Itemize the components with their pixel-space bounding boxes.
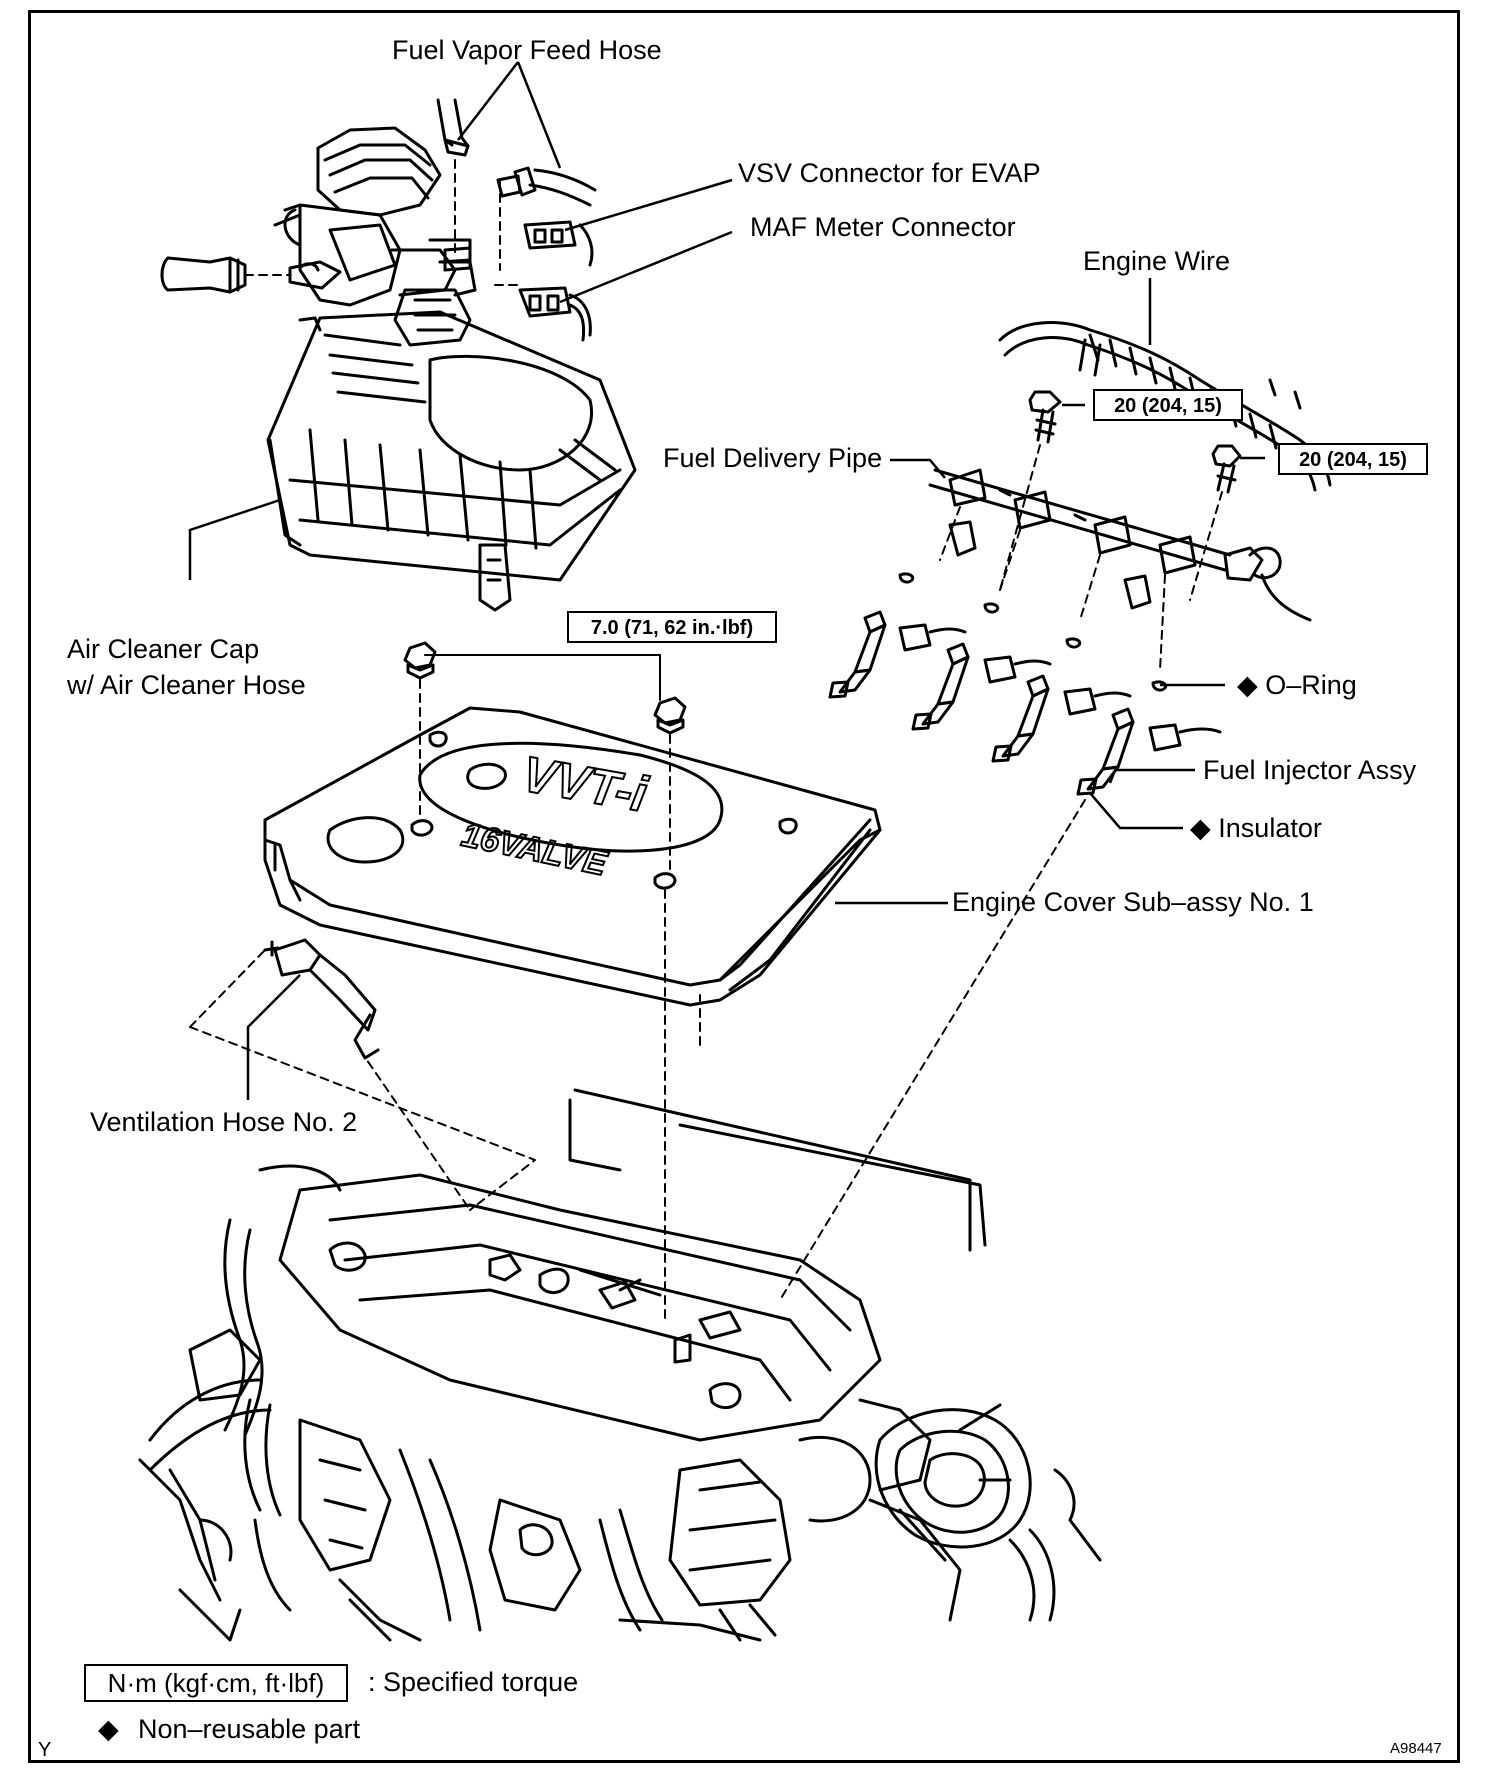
label-ventilation-hose: Ventilation Hose No. 2	[90, 1107, 358, 1137]
label-o-ring: ◆ O–Ring	[1237, 672, 1357, 699]
label-engine-wire: Engine Wire	[1083, 246, 1231, 276]
legend-diamond-icon: ◆	[98, 1714, 119, 1744]
label-fuel-vapor-feed-hose: Fuel Vapor Feed Hose	[392, 35, 662, 65]
non-reusable-diamond-icon: ◆	[1190, 813, 1211, 843]
air-cleaner-hose-drawing	[160, 126, 477, 347]
legend-torque-meaning: : Specified torque	[368, 1667, 579, 1697]
delivery-pipe-bolts	[999, 390, 1242, 601]
fuel-injectors-drawing	[779, 610, 1222, 1301]
label-fuel-injector-assy: Fuel Injector Assy	[1203, 755, 1417, 785]
ventilation-hose-drawing	[189, 938, 536, 1211]
fuel-delivery-pipe-drawing	[898, 468, 1312, 692]
label-maf-meter-connector: MAF Meter Connector	[750, 212, 1016, 242]
label-vsv-connector: VSV Connector for EVAP	[738, 158, 1041, 188]
label-air-cleaner-cap-line1: Air Cleaner Cap	[67, 634, 260, 664]
air-cleaner-cap-drawing	[266, 310, 637, 612]
label-insulator: ◆ Insulator	[1190, 815, 1322, 842]
label-fuel-delivery-pipe: Fuel Delivery Pipe	[663, 443, 883, 473]
leader-lines	[188, 61, 1265, 1100]
legend-torque-unit-box: N·m (kgf·cm, ft·lbf)	[84, 1664, 348, 1702]
label-air-cleaner-cap-line2: w/ Air Cleaner Hose	[67, 670, 306, 700]
diagram-frame	[28, 10, 1460, 1763]
footer-left-code: Y	[38, 1739, 52, 1761]
engine-block-drawing	[138, 1088, 1102, 1642]
label-engine-cover: Engine Cover Sub–assy No. 1	[952, 887, 1314, 917]
figure-code: A98447	[1390, 1740, 1442, 1757]
legend-non-reusable: Non–reusable part	[138, 1714, 361, 1744]
torque-box-engine-cover-nut: 7.0 (71, 62 in.·lbf)	[567, 611, 777, 643]
cover-logo-text: VVT-i	[518, 746, 652, 823]
non-reusable-diamond-icon: ◆	[1237, 670, 1258, 700]
label-insulator-text: Insulator	[1218, 813, 1322, 843]
torque-box-delivery-pipe-bolt-2: 20 (204, 15)	[1278, 443, 1428, 475]
torque-box-delivery-pipe-bolt-1: 20 (204, 15)	[1093, 389, 1243, 421]
engine-cover-drawing	[263, 706, 882, 1051]
label-o-ring-text: O–Ring	[1265, 670, 1357, 700]
cover-valve-text: 16VALVE	[458, 816, 611, 884]
